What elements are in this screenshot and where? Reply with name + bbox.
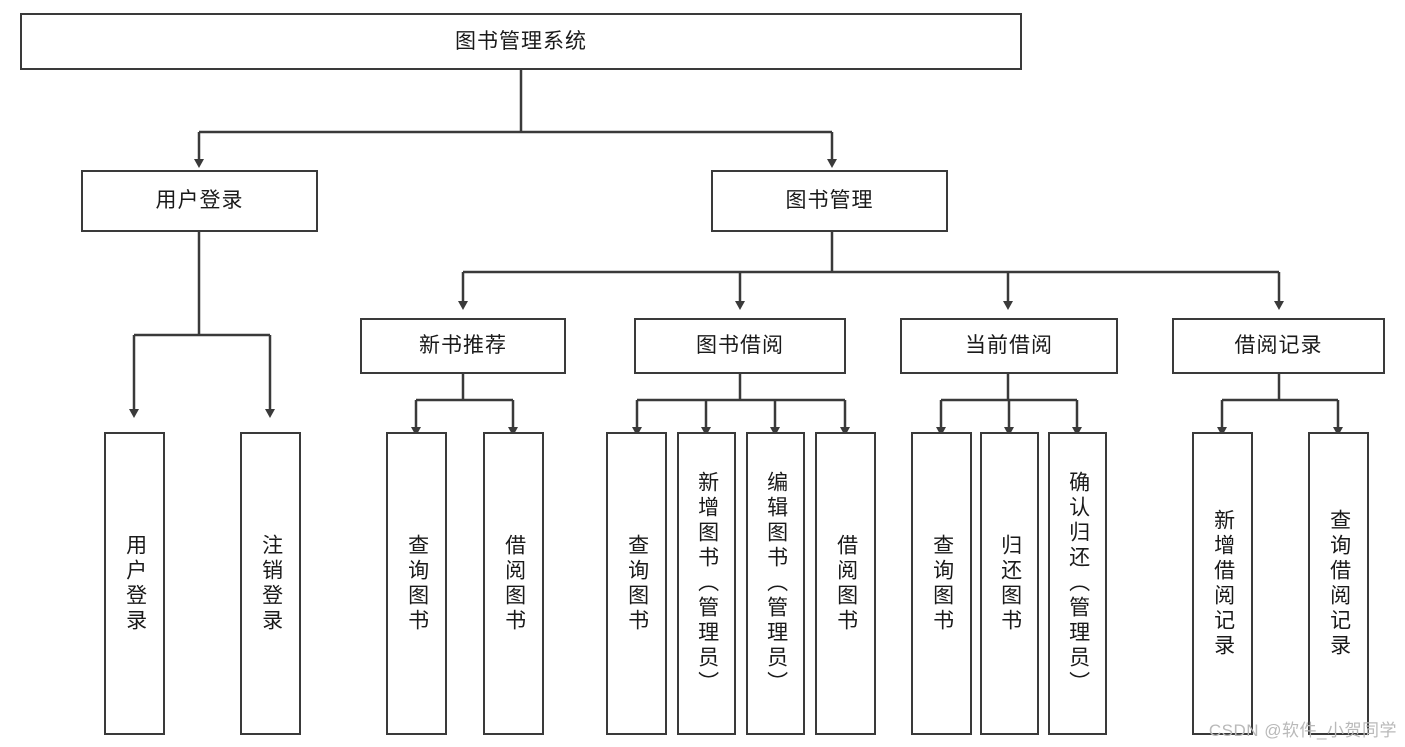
node-book-management[interactable]: 图书管理 — [711, 170, 948, 232]
leaf-book-borrow-add[interactable]: 新增图书（管理员） — [677, 432, 736, 735]
node-root-book-management-system[interactable]: 图书管理系统 — [20, 13, 1022, 70]
node-label: 查询图书 — [405, 533, 429, 634]
node-label: 借阅图书 — [834, 533, 858, 634]
leaf-book-borrow-borrow[interactable]: 借阅图书 — [815, 432, 876, 735]
leaf-current-borrow-confirm-return[interactable]: 确认归还（管理员） — [1048, 432, 1107, 735]
node-label: 查询借阅记录 — [1327, 508, 1351, 659]
leaf-current-borrow-return[interactable]: 归还图书 — [980, 432, 1039, 735]
leaf-current-borrow-query[interactable]: 查询图书 — [911, 432, 972, 735]
node-book-borrow[interactable]: 图书借阅 — [634, 318, 846, 374]
leaf-user-login-logout[interactable]: 注销登录 — [240, 432, 301, 735]
node-label: 用户登录 — [123, 533, 147, 634]
node-user-login[interactable]: 用户登录 — [81, 170, 318, 232]
node-label: 用户登录 — [155, 189, 244, 213]
node-new-book-recommend[interactable]: 新书推荐 — [360, 318, 566, 374]
watermark: CSDN @软件_小贺同学 — [1208, 721, 1397, 740]
node-label: 新书推荐 — [419, 334, 507, 358]
leaf-user-login-login[interactable]: 用户登录 — [104, 432, 165, 735]
node-borrow-record[interactable]: 借阅记录 — [1172, 318, 1385, 374]
node-label: 查询图书 — [930, 533, 954, 634]
leaf-book-borrow-edit[interactable]: 编辑图书（管理员） — [746, 432, 805, 735]
node-label: 编辑图书（管理员） — [764, 471, 788, 696]
leaf-borrow-record-add[interactable]: 新增借阅记录 — [1192, 432, 1253, 735]
node-label: 借阅记录 — [1234, 334, 1323, 358]
leaf-book-borrow-query[interactable]: 查询图书 — [606, 432, 667, 735]
leaf-new-book-borrow[interactable]: 借阅图书 — [483, 432, 544, 735]
leaf-new-book-query[interactable]: 查询图书 — [386, 432, 447, 735]
node-label: 确认归还（管理员） — [1066, 471, 1090, 696]
node-label: 归还图书 — [998, 533, 1022, 634]
node-label: 当前借阅 — [965, 334, 1053, 358]
leaf-borrow-record-query[interactable]: 查询借阅记录 — [1308, 432, 1369, 735]
node-label: 查询图书 — [625, 533, 649, 634]
node-label: 图书管理 — [785, 189, 874, 213]
node-label: 新增借阅记录 — [1211, 508, 1235, 659]
node-label: 注销登录 — [259, 533, 283, 634]
node-label: 图书管理系统 — [455, 29, 587, 53]
node-current-borrow[interactable]: 当前借阅 — [900, 318, 1118, 374]
node-label: 借阅图书 — [502, 533, 526, 634]
node-label: 新增图书（管理员） — [695, 471, 719, 696]
node-label: 图书借阅 — [696, 334, 784, 358]
